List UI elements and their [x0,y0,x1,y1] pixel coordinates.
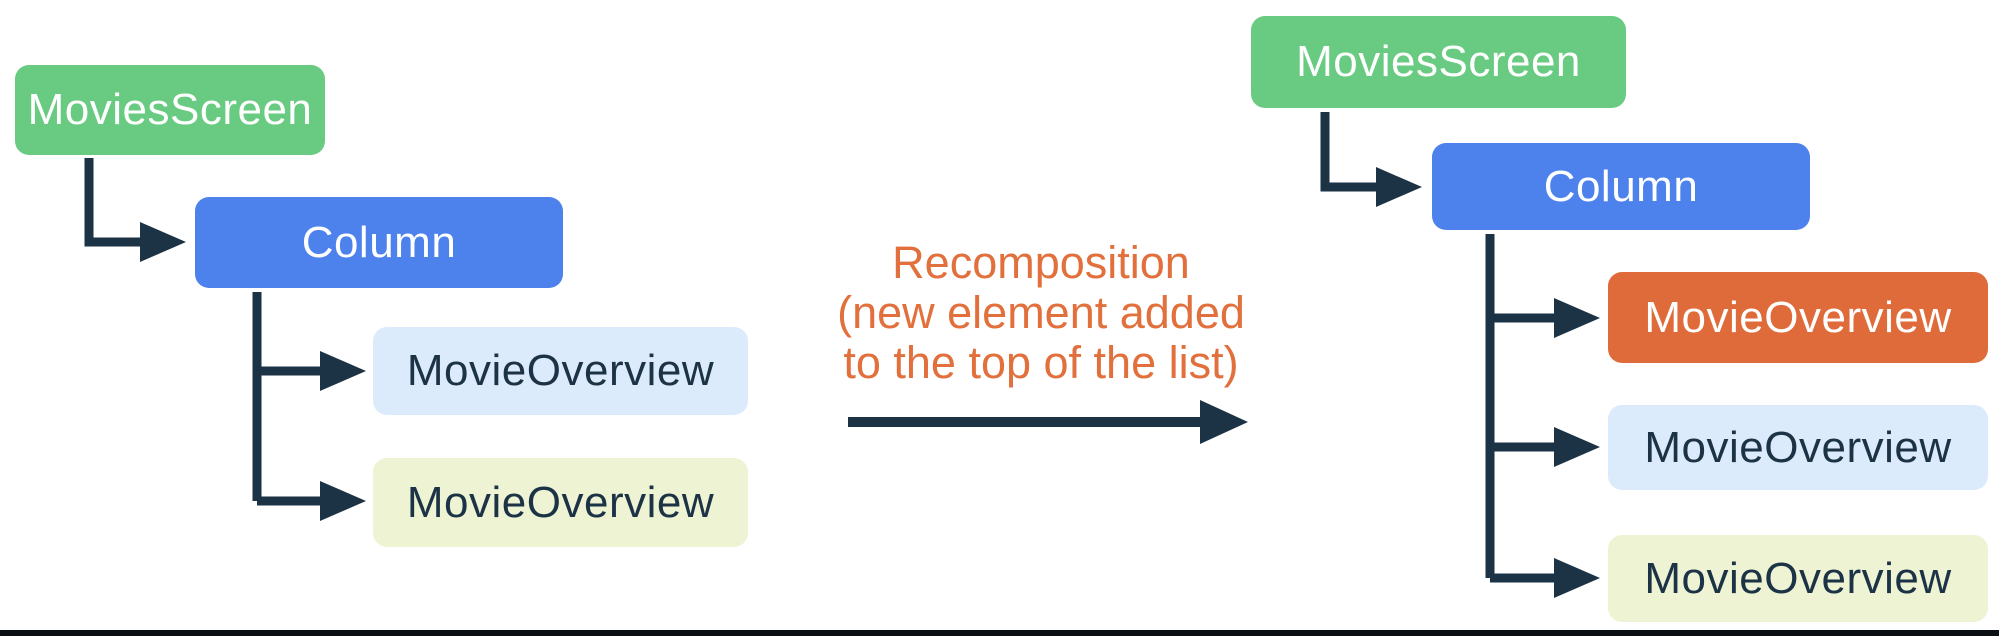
annotation-line-2: (new element added [837,286,1245,338]
right-tree-movieoverview-node-2: MovieOverview [1608,405,1988,490]
arrowhead-icon [1554,298,1600,338]
right-tree-moviesscreen-node: MoviesScreen [1251,16,1626,108]
arrowhead-icon [1200,400,1248,444]
arrowhead-icon [320,481,366,521]
left-tree-moviesscreen-node: MoviesScreen [15,65,325,155]
arrowhead-icon [1554,427,1600,467]
recomposition-arrow [848,400,1248,444]
right-tree-movieoverview-node-new: MovieOverview [1608,272,1988,363]
right-tree-column-node: Column [1432,143,1810,230]
bottom-divider-line [0,630,1999,636]
arrowhead-icon [140,222,186,262]
arrowhead-icon [1376,167,1422,207]
right-tree-movieoverview-node-3: MovieOverview [1608,535,1988,622]
left-tree-movieoverview-node-2: MovieOverview [373,458,748,547]
arrowhead-icon [1554,558,1600,598]
connector-right-column-to-children [1485,234,1600,598]
connector-right-root-to-column [1320,112,1422,207]
left-tree-column-node: Column [195,197,563,288]
connector-left-column-to-children [252,292,366,521]
connector-left-root-to-column [84,158,186,262]
annotation-line-3: to the top of the list) [843,336,1239,388]
recomposition-annotation: Recomposition (new element added to the … [826,238,1256,388]
left-tree-movieoverview-node-1: MovieOverview [373,327,748,415]
arrowhead-icon [320,351,366,391]
annotation-line-1: Recomposition [892,237,1190,288]
